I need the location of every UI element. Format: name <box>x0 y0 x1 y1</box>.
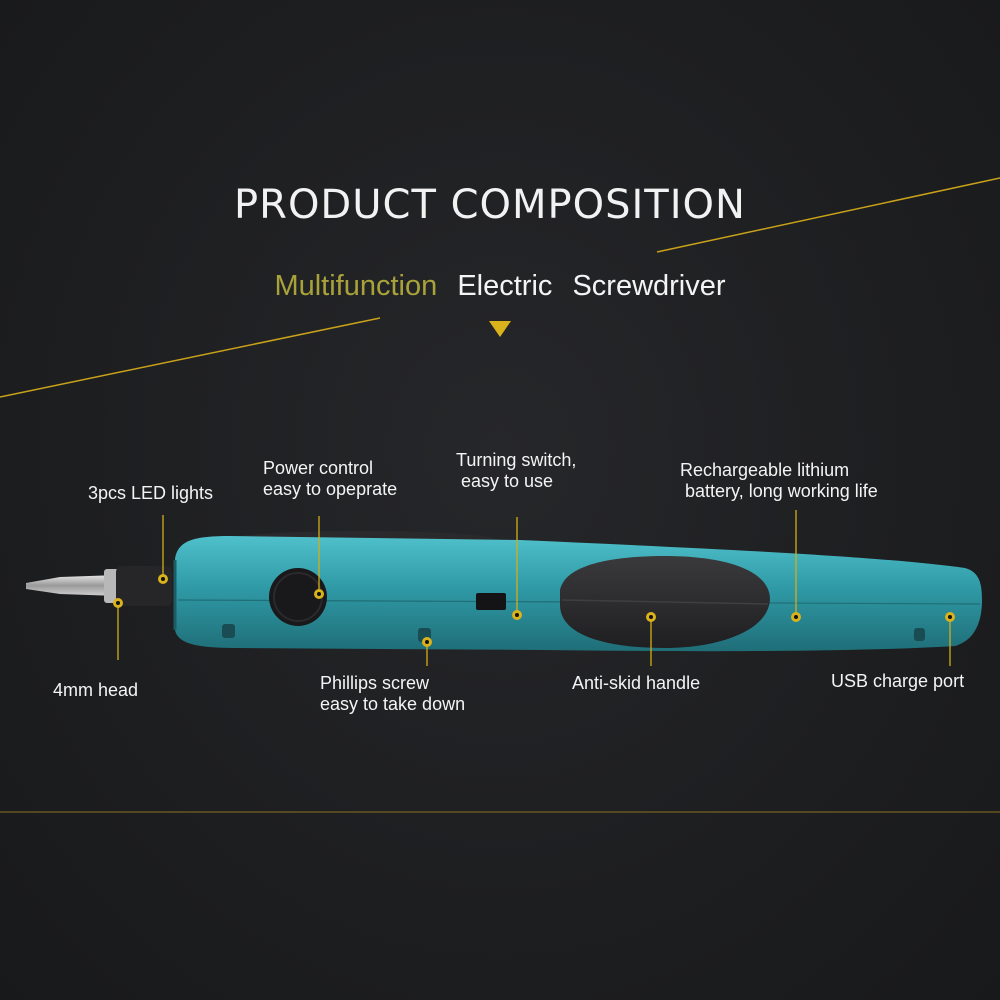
screw-hole-1 <box>222 624 235 638</box>
decor-line-top-right <box>656 177 1000 253</box>
label-handle: Anti-skid handle <box>572 673 701 693</box>
callout-dot-led <box>158 574 168 584</box>
label-phillips-line2: easy to take down <box>320 694 466 714</box>
page-subtitle: Multifunction Electric Screwdriver <box>0 270 1000 303</box>
subtitle-word-screwdriver: Screwdriver <box>572 270 726 302</box>
label-head: 4mm head <box>53 680 139 700</box>
label-battery-line2: battery, long working life <box>680 481 878 501</box>
decor-line-left <box>0 317 381 398</box>
callout-dot-power <box>314 589 324 599</box>
label-phillips-line1: Phillips screw <box>320 673 430 693</box>
subtitle-word-electric: Electric <box>457 270 553 302</box>
label-power-control-line1: Power control <box>263 458 374 478</box>
label-power-control: Power control easy to opeprate <box>263 458 397 500</box>
grip-groove <box>561 599 769 605</box>
label-battery-line1: Rechargeable lithium <box>680 460 850 480</box>
callout-dot-battery <box>791 612 801 622</box>
callout-lines <box>117 510 951 666</box>
down-triangle-icon <box>489 321 511 337</box>
callout-dot-handle <box>646 612 656 622</box>
label-usb: USB charge port <box>831 671 965 691</box>
label-turning-switch-line1: Turning switch, <box>456 450 577 470</box>
label-turning-switch: Turning switch, easy to use <box>456 450 576 492</box>
label-battery: Rechargeable lithium battery, long worki… <box>680 460 878 502</box>
subtitle-highlight: Multifunction <box>274 270 438 302</box>
callout-dot-usb <box>945 612 955 622</box>
screwdriver-bit <box>26 575 118 596</box>
page-title: PRODUCT COMPOSITION <box>234 182 746 228</box>
screw-hole-3 <box>914 628 925 641</box>
label-led-lights: 3pcs LED lights <box>88 483 214 503</box>
label-power-control-line2: easy to opeprate <box>263 479 398 499</box>
callout-dot-head <box>113 598 123 608</box>
nose-cap <box>116 566 172 606</box>
turning-switch <box>476 593 506 610</box>
power-button <box>269 568 327 626</box>
callout-dot-phillips <box>422 637 432 647</box>
callout-dot-switch <box>512 610 522 620</box>
label-phillips: Phillips screw easy to take down <box>320 673 465 715</box>
callout-dots <box>113 574 955 647</box>
label-turning-switch-line2: easy to use <box>456 471 554 491</box>
